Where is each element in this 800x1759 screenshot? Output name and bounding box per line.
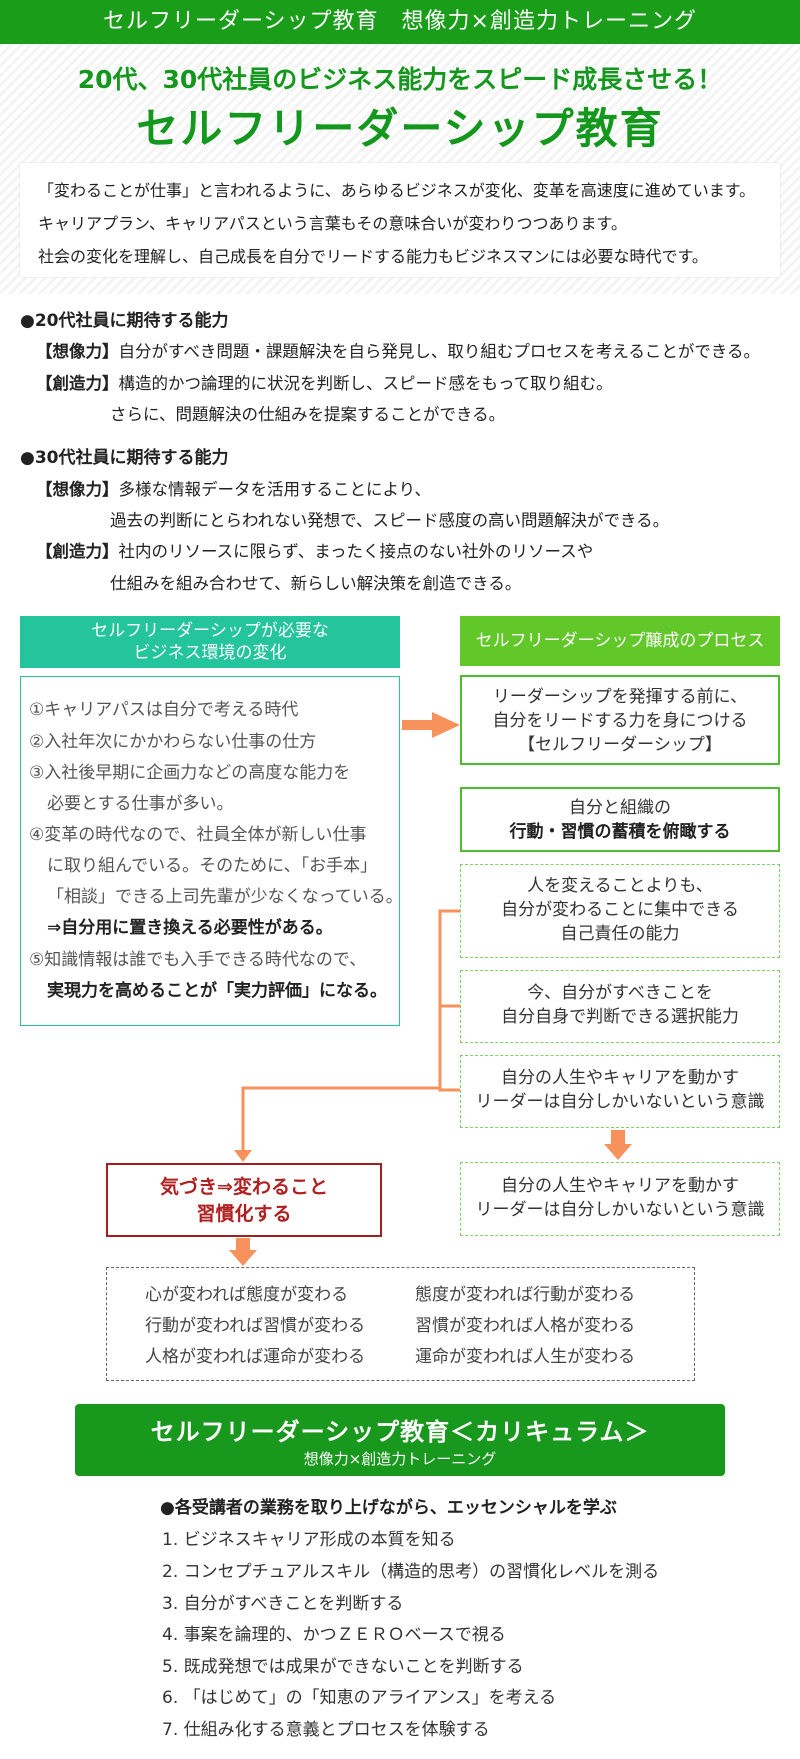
left-box: ①キャリアパスは自分で考える時代 ②入社年次にかかわらない仕事の仕方 ③入社後早… — [20, 676, 403, 1026]
left-header-line-2: ビジネス環境の変化 — [133, 643, 287, 663]
text-line: 人を変えることよりも、 — [527, 876, 713, 896]
right-header: セルフリーダーシップ醸成のプロセス — [460, 616, 780, 666]
right-box-selfleadership: リーダーシップを発揮する前に、 自分をリードする力を身につける 【セルフリーダー… — [460, 675, 780, 765]
text: 構造的かつ論理的に状況を判断し、スピード感をもって取り組む。 — [118, 374, 613, 393]
curriculum-subtitle: 想像力×創造力トレーニング — [303, 1450, 497, 1468]
text-line: 自分と組織の — [569, 798, 671, 818]
tag-imagination: 【想像力】 — [36, 342, 119, 361]
hero-title: セルフリーダーシップ教育 — [136, 104, 664, 153]
text-line: 習慣化する — [196, 1203, 292, 1225]
arrow-down-icon-3 — [234, 1150, 252, 1162]
bracket-lines — [241, 909, 460, 1152]
curriculum-lead: ●各受講者の業務を取り上げながら、エッセンシャルを学ぶ — [160, 1498, 617, 1518]
left-item-5b: 実現力を高めることが「実力評価」になる。 — [47, 981, 387, 1001]
section-20s-line-1: 【想像力】自分がすべき問題・課題解決を自ら発見し、取り組むプロセスを考えることが… — [36, 338, 760, 362]
text-line: 今、自分がすべきことを — [527, 983, 713, 1003]
connector-arrows — [229, 712, 632, 1266]
left-item-4c: 「相談」できる上司先輩が少なくなっている。 — [47, 887, 403, 907]
section-30s-line-1: 【想像力】多様な情報データを活用することにより、 — [36, 476, 431, 500]
maxim: 運命が変われば人生が変わる — [415, 1347, 636, 1367]
arrow-down-shaft — [611, 1130, 625, 1146]
arrow-right-icon — [432, 712, 460, 738]
left-item-4b: に取り組んでいる。そのために、「お手本」 — [47, 856, 378, 876]
section-20s-line-3: さらに、問題解決の仕組みを提案することができる。 — [110, 405, 506, 424]
maxim: 人格が変われば運命が変わる — [145, 1347, 366, 1367]
arrow-right-shaft — [402, 720, 434, 730]
dash-box-self-responsibility: 人を変えることよりも、 自分が変わることに集中できる 自己責任の能力 — [460, 864, 780, 958]
right-box-overview: 自分と組織の 行動・習慣の蓄積を俯瞰する — [460, 787, 780, 852]
section-30s-line-2: 過去の判断にとらわれない発想で、スピード感度の高い問題解決ができる。 — [110, 511, 670, 530]
maxim: 習慣が変われば人格が変わる — [415, 1316, 636, 1336]
tag-imagination: 【想像力】 — [36, 480, 119, 499]
maxims-box: 心が変われば態度が変わる 態度が変われば行動が変わる 行動が変われば習慣が変わる… — [106, 1267, 695, 1381]
dash-box-awareness-2: 自分の人生やキャリアを動かす リーダーは自分しかいないという意識 — [460, 1162, 780, 1236]
arrow-down-icon-2 — [229, 1250, 257, 1266]
text-line: 自分の人生やキャリアを動かす — [501, 1068, 739, 1088]
arrow-down-shaft-2 — [236, 1238, 250, 1252]
section-30s-line-3: 【創造力】社内のリソースに限らず、まったく接点のない社外のリソースや — [36, 538, 593, 562]
left-item-1: ①キャリアパスは自分で考える時代 — [29, 700, 299, 720]
section-20s-heading: ●20代社員に期待する能力 — [20, 311, 229, 331]
text-line: 自分自身で判断できる選択能力 — [501, 1007, 739, 1027]
text-line: リーダーは自分しかいないという意識 — [475, 1200, 765, 1220]
curriculum-item: 4. 事案を論理的、かつＺＥＲＯベースで視る — [162, 1625, 506, 1645]
left-item-5: ⑤知識情報は誰でも入手できる時代なので、 — [29, 950, 367, 970]
text-line: 自己責任の能力 — [560, 924, 680, 944]
text-line: 自分が変わることに集中できる — [501, 900, 739, 920]
maxim: 態度が変われば行動が変わる — [415, 1285, 636, 1305]
text-line: リーダーシップを発揮する前に、 — [492, 687, 748, 707]
awareness-habit-box: 気づき⇒変わること 習慣化する — [106, 1163, 382, 1237]
maxim: 行動が変われば習慣が変わる — [145, 1316, 366, 1336]
curriculum-item: 5. 既成発想では成果ができないことを判断する — [162, 1657, 524, 1677]
text: 社内のリソースに限らず、まったく接点のない社外のリソースや — [118, 542, 594, 561]
text-line: 気づき⇒変わること — [160, 1176, 328, 1198]
maxim: 心が変われば態度が変わる — [145, 1285, 349, 1305]
section-30s-line-4: 仕組みを組み合わせて、新らしい解決策を創造できる。 — [110, 574, 522, 593]
left-header: セルフリーダーシップが必要な ビジネス環境の変化 — [20, 616, 400, 668]
text: 自分がすべき問題・課題解決を自ら発見し、取り組むプロセスを考えることができる。 — [118, 342, 761, 361]
dash-box-awareness-1: 自分の人生やキャリアを動かす リーダーは自分しかいないという意識 — [460, 1055, 780, 1128]
left-item-4d: ⇒自分用に置き換える必要性がある。 — [47, 918, 333, 938]
left-item-3b: 必要とする仕事が多い。 — [47, 794, 234, 814]
tag-creativity: 【創造力】 — [36, 542, 119, 561]
tag-creativity: 【創造力】 — [36, 374, 119, 393]
text-line: 自分の人生やキャリアを動かす — [501, 1176, 739, 1196]
arrow-down-icon — [604, 1144, 632, 1160]
left-item-4: ④変革の時代なので、社員全体が新しい仕事 — [29, 825, 367, 845]
text: 多様な情報データを活用することにより、 — [118, 480, 432, 499]
curriculum-item: 1. ビジネスキャリア形成の本質を知る — [162, 1530, 456, 1550]
left-item-2: ②入社年次にかかわらない仕事の仕方 — [29, 732, 317, 752]
text-line: 【セルフリーダーシップ】 — [518, 735, 722, 755]
text-line: 自分をリードする力を身につける — [492, 711, 748, 731]
curriculum-banner: セルフリーダーシップ教育＜カリキュラム＞ 想像力×創造力トレーニング — [75, 1404, 725, 1476]
intro-line-1: 「変わることが仕事」と言われるように、あらゆるビジネスが変化、変革を高速度に進め… — [38, 181, 756, 200]
curriculum-item: 3. 自分がすべきことを判断する — [162, 1594, 404, 1614]
curriculum-item: 6. 「はじめて」の「知恵のアライアンス」を考える — [162, 1688, 557, 1708]
text-line: 行動・習慣の蓄積を俯瞰する — [509, 822, 731, 842]
hero-subtitle: 20代、30代社員のビジネス能力をスピード成長させる！ — [77, 65, 723, 94]
left-header-line-1: セルフリーダーシップが必要な — [91, 621, 329, 641]
section-30s-heading: ●30代社員に期待する能力 — [20, 448, 229, 468]
intro-box: 「変わることが仕事」と言われるように、あらゆるビジネスが変化、変革を高速度に進め… — [20, 163, 780, 277]
curriculum-item: 2. コンセプチュアルスキル（構造的思考）の習慣化レベルを測る — [162, 1562, 660, 1582]
intro-line-2: キャリアプラン、キャリアパスという言葉もその意味合いが変わりつつあります。 — [38, 214, 627, 233]
dash-box-choice: 今、自分がすべきことを 自分自身で判断できる選択能力 — [460, 970, 780, 1043]
section-20s-line-2: 【創造力】構造的かつ論理的に状況を判断し、スピード感をもって取り組む。 — [36, 370, 613, 394]
curriculum-title: セルフリーダーシップ教育＜カリキュラム＞ — [150, 1418, 650, 1446]
intro-line-3: 社会の変化を理解し、自己成長を自分でリードする能力もビジネスマンには必要な時代で… — [38, 247, 708, 266]
curriculum-item: 7. 仕組み化する意義とプロセスを体験する — [162, 1720, 490, 1740]
left-item-3: ③入社後早期に企画力などの高度な能力を — [29, 763, 351, 783]
text-line: リーダーは自分しかいないという意識 — [475, 1092, 765, 1112]
top-banner: セルフリーダーシップ教育 想像力×創造力トレーニング — [0, 0, 800, 44]
